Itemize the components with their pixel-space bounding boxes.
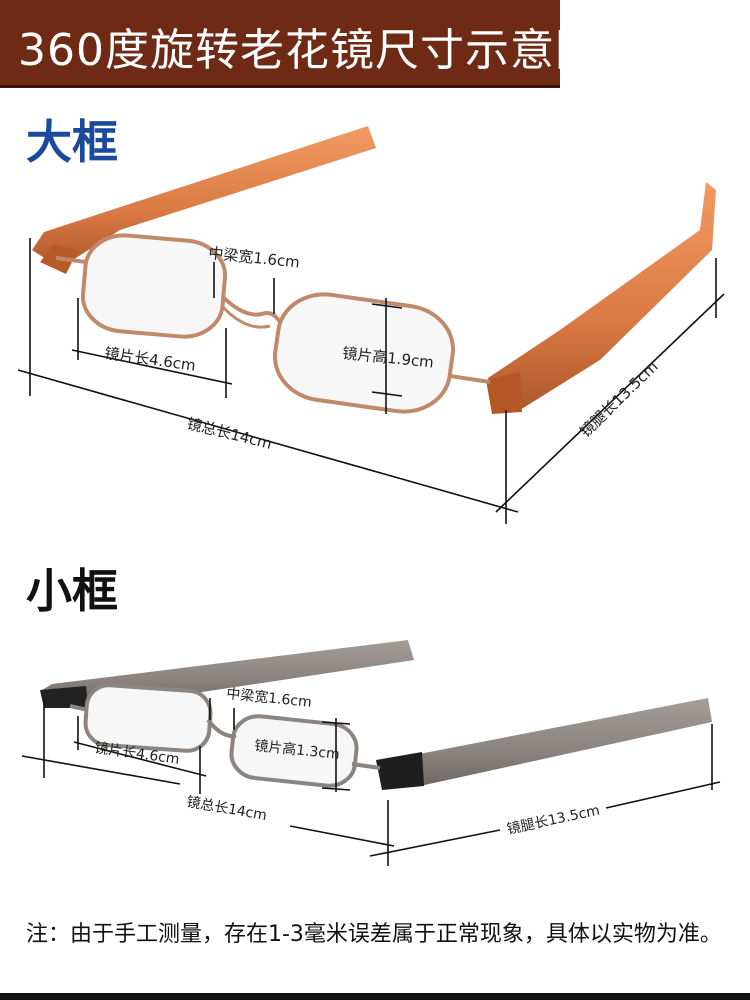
small-frame-dimension-lines (21, 698, 721, 866)
big-right-lens (272, 292, 456, 414)
small-temple-length-label: 镜腿长13.5cm (506, 803, 602, 838)
big-frame-dimension-lines (17, 238, 725, 524)
bottom-divider (0, 993, 750, 1000)
small-right-temple (378, 698, 712, 788)
small-bridge-width-label: 中梁宽1.6cm (226, 685, 313, 711)
big-frame-glasses (32, 126, 716, 414)
big-left-lens (80, 233, 228, 339)
big-total-length-label: 镜总长14cm (185, 414, 274, 453)
small-total-length-label: 镜总长14cm (185, 794, 268, 824)
small-right-lens (229, 714, 359, 788)
big-lens-length-label: 镜片长4.6cm (103, 344, 196, 375)
measurement-note: 注：由于手工测量，存在1-3毫米误差属于正常现象，具体以实物为准。 (26, 922, 722, 947)
title-banner: 360度旋转老花镜尺寸示意图 (0, 0, 599, 88)
section-title-small-frame: 小框 (26, 564, 118, 618)
banner-title: 360度旋转老花镜尺寸示意图 (18, 25, 600, 76)
big-bridge (220, 294, 282, 324)
big-temple-length-label: 镜腿长13.5cm (576, 358, 661, 441)
big-left-temple (32, 126, 376, 268)
big-right-temple (488, 182, 716, 410)
small-frame-glasses (40, 640, 712, 790)
small-bridge (206, 718, 237, 739)
section-title-big-frame: 大框 (26, 115, 118, 169)
